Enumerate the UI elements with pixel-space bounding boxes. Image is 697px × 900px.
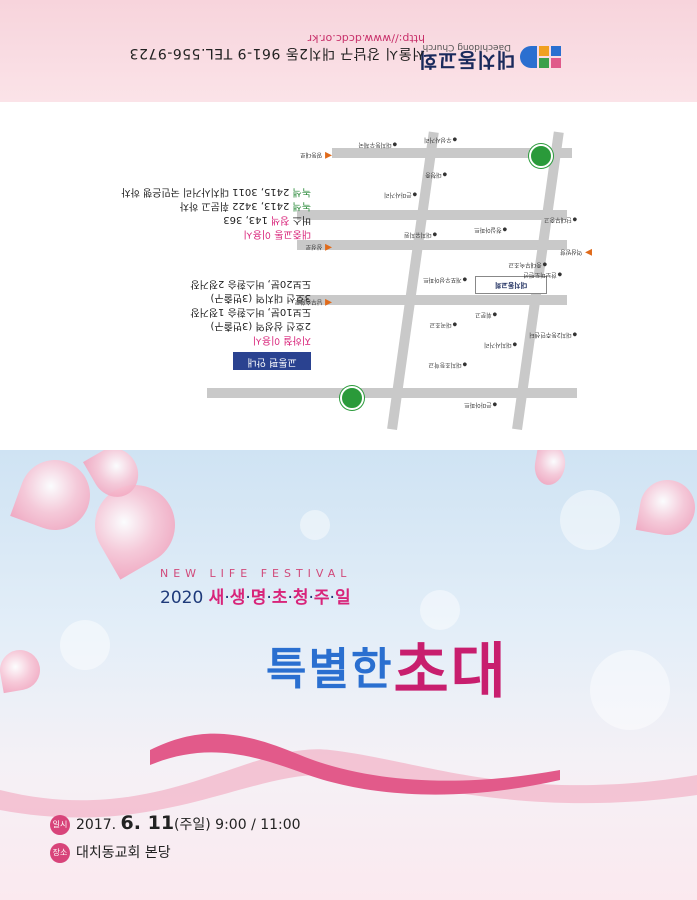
- road: [297, 210, 567, 220]
- map-pin: 대청중: [425, 171, 447, 180]
- blossom-icon: [0, 646, 44, 694]
- church-name-en: Daechidong Church: [422, 42, 511, 52]
- station-icon: [529, 144, 553, 168]
- place-badge: 장소: [50, 843, 70, 863]
- church-url[interactable]: http://www.dcdc.or.kr: [307, 32, 425, 45]
- blossom-icon: [531, 450, 569, 488]
- main-title: 특별한초대: [266, 637, 508, 707]
- map-pin: 대곡초교: [430, 321, 457, 330]
- road: [297, 295, 567, 305]
- map-pin: 대치동우체국: [359, 141, 398, 150]
- festival-title: 2020 새·생·명·초·청·주·일: [160, 588, 351, 608]
- map-pin: 대치사거리: [484, 341, 517, 350]
- road: [297, 240, 567, 250]
- church-address: 서울시 강남구 대치2동 961-9 TEL.556-9723: [129, 45, 425, 61]
- map-pin: 단대부중고: [544, 216, 577, 225]
- map-pin: 대치2동주민센터: [529, 331, 577, 340]
- map-pin: 휘문고: [475, 311, 497, 320]
- festival-en: NEW LIFE FESTIVAL: [160, 567, 352, 580]
- map-pin: 중대부속초교: [509, 261, 548, 270]
- map-pin: 한보미도맨션: [524, 271, 563, 280]
- transport-title: 교통편 안내: [233, 352, 311, 370]
- map-pin: 대치초등학교: [429, 361, 468, 370]
- subway-info: 지하철 이용시 2호선 삼성역 (3번출구) 도보10분, 버스환승 1정거장 …: [190, 278, 311, 345]
- invitation-front: NEW LIFE FESTIVAL 2020 새·생·명·초·청·주·일 특별한…: [0, 450, 697, 900]
- arrow-icon: ◀ 영동대로: [300, 150, 332, 160]
- bus-info: 대중교통 이용시 버스 청색 143, 363 녹색 2413, 3422 휘문…: [121, 186, 311, 239]
- date-badge: 일시: [50, 815, 70, 835]
- map-pin: 개포우성아파트: [423, 276, 467, 285]
- map-pin: 은마사거리: [384, 191, 417, 200]
- arrow-icon: ◀ 삼성로: [305, 242, 332, 252]
- blossom-icon: [635, 475, 697, 540]
- header-band: 대치동교회 Daechidong Church 서울시 강남구 대치2동 961…: [0, 0, 697, 102]
- map-pin: 은마아파트: [464, 401, 497, 410]
- map-pin: 우성사거리: [424, 136, 457, 145]
- map-pin: 대치유치원: [404, 231, 437, 240]
- church-logo-icon: [520, 46, 561, 68]
- station-icon: [340, 386, 364, 410]
- map-pin: 청실아파트: [474, 226, 507, 235]
- ribbon-decoration: [0, 733, 697, 818]
- map-section: 대치동교회 은마아파트 대치사거리 대치초등학교 휘문고 대곡초교 개포우성아파…: [0, 102, 697, 450]
- arrow-icon: ▶ 역삼방향: [560, 247, 592, 257]
